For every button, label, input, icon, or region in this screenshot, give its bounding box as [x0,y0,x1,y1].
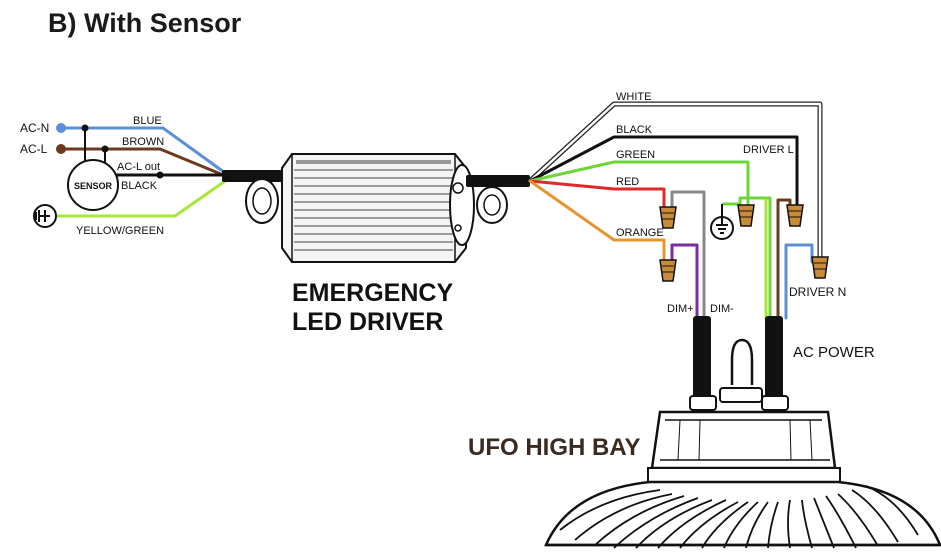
yellow-green-label: YELLOW/GREEN [76,225,164,237]
dim-minus-label: DIM- [710,303,734,315]
sensor-body [67,159,119,211]
wire-nut-orange [659,259,677,282]
red-wire [528,179,666,209]
power-cable [765,316,783,398]
white-wire [529,102,822,260]
yellow-green-wire [55,177,230,218]
fixture-label: UFO HIGH BAY [468,434,640,461]
driver-label-line1: EMERGENCY [292,279,453,307]
orange-wire [528,179,666,262]
green-label: GREEN [616,149,655,161]
fixture-l-wire [776,198,792,320]
ac-l-label: AC-L [20,142,48,156]
diagram-title: B) With Sensor [48,8,242,38]
blue-label: BLUE [133,115,162,127]
hanging-hook [730,338,754,385]
orange-label: ORANGE [616,227,664,239]
ac-l-out-label: AC-L out [117,161,160,173]
black-label-left: BLACK [121,180,158,192]
blue-wire [59,126,230,177]
dim-plus-label: DIM+ [667,303,694,315]
dim-plus-wire [670,243,699,320]
earth-ground-icon [710,202,740,240]
driver-label-line2: LED DRIVER [292,308,443,336]
dim-minus-wire [670,190,706,320]
dim-cable [693,316,711,398]
black-label-right: BLACK [616,124,653,136]
wire-nut-black [786,204,804,227]
wire-nut-red [659,206,677,229]
green-wire [528,160,750,207]
brown-wire [59,147,230,179]
ground-icon [33,204,57,228]
ufo-high-bay-fixture [544,387,941,549]
left-cable-sleeve [222,170,282,182]
white-label: WHITE [616,91,651,103]
driver-l-label: DRIVER L [743,144,794,156]
ac-n-label: AC-N [20,121,49,135]
wire-nut-green [737,204,755,227]
emergency-driver [245,153,508,263]
brown-label: BROWN [122,136,164,148]
black-wire-right [528,135,799,207]
red-label: RED [616,176,639,188]
wire-nut-white [811,256,829,279]
sensor-label: SENSOR [74,181,113,191]
junction-dot [156,171,164,179]
fixture-n-wire [784,243,814,320]
driver-n-label: DRIVER N [789,285,846,299]
right-cable-sleeve [466,175,530,187]
ac-power-label: AC POWER [793,344,875,361]
